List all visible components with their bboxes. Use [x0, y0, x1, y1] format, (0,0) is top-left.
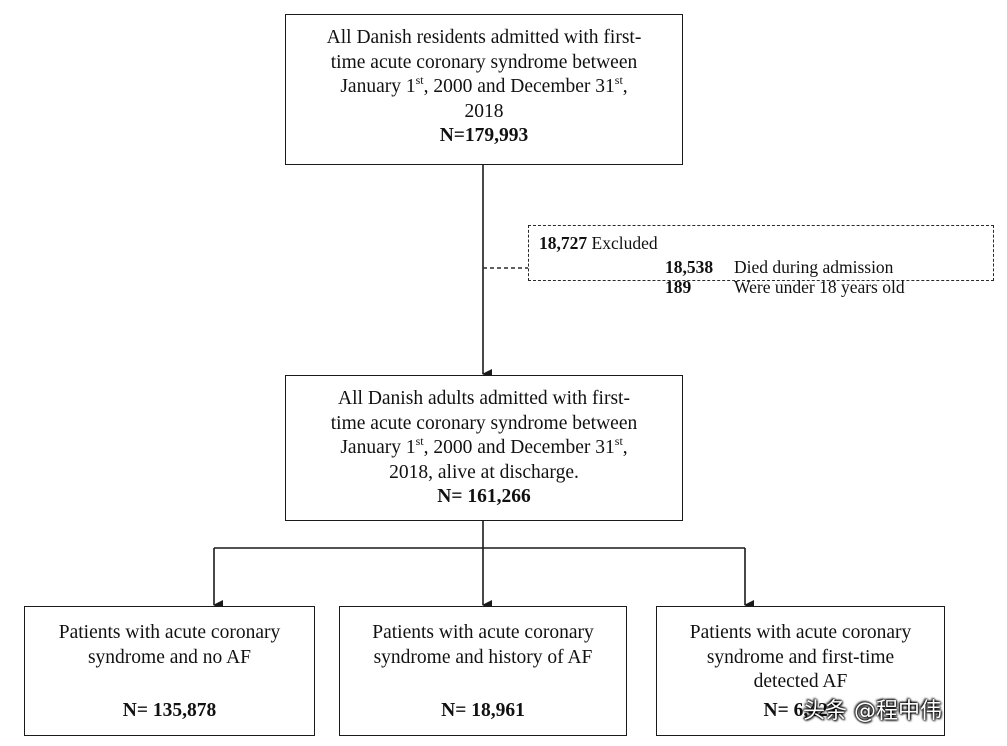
box-danish-adults-alive: All Danish adults admitted with first- t… — [285, 375, 683, 521]
middle-box-line-3: January 1st, 2000 and December 31st, — [340, 433, 628, 459]
box-acs-first-time-af: Patients with acute coronary syndrome an… — [656, 606, 945, 736]
excluded-died-reason: Died during admission — [734, 257, 894, 277]
no-af-line-2: syndrome and no AF — [87, 646, 252, 668]
history-af-line-2: syndrome and history of AF — [373, 646, 593, 668]
box-excluded: 18,727 Excluded 18,538 Died during admis… — [528, 225, 994, 297]
no-af-line-1: Patients with acute coronary — [58, 622, 281, 643]
excluded-under18-count: 189 — [665, 277, 692, 297]
top-box-line-1: All Danish residents admitted with first… — [326, 27, 642, 48]
middle-box-count: N= 161,266 — [437, 486, 531, 507]
middle-box-line-1: All Danish adults admitted with first- — [338, 388, 630, 409]
first-time-af-line-3: detected AF — [753, 671, 848, 692]
box-acs-no-af: Patients with acute coronary syndrome an… — [24, 606, 315, 736]
box-acs-history-af: Patients with acute coronary syndrome an… — [339, 606, 627, 736]
excluded-count: 18,727 — [539, 233, 588, 253]
excluded-label: Excluded — [591, 233, 658, 253]
top-box-line-2: time acute coronary syndrome between — [330, 51, 638, 73]
excluded-under18-reason: Were under 18 years old — [734, 277, 905, 297]
first-time-af-line-1: Patients with acute coronary — [689, 622, 912, 643]
first-time-af-line-2: syndrome and first-time — [706, 646, 895, 668]
history-af-line-1: Patients with acute coronary — [372, 622, 594, 643]
middle-box-line-2: time acute coronary syndrome between — [330, 412, 638, 434]
watermark: 头条 @程中伟 — [803, 699, 942, 724]
top-box-line-3: January 1st, 2000 and December 31st, — [340, 72, 628, 98]
top-box-line-4: 2018 — [464, 100, 504, 122]
middle-box-line-4: 2018, alive at discharge. — [389, 461, 579, 483]
excluded-died-count: 18,538 — [665, 257, 714, 277]
no-af-count: N= 135,878 — [122, 699, 217, 721]
excluded-header: 18,727 Excluded — [539, 233, 658, 253]
box-all-danish-residents: All Danish residents admitted with first… — [285, 14, 683, 165]
first-time-af-count: N= 6,427 — [763, 699, 838, 721]
history-af-count: N= 18,961 — [441, 699, 525, 721]
top-box-count: N=179,993 — [439, 125, 529, 146]
